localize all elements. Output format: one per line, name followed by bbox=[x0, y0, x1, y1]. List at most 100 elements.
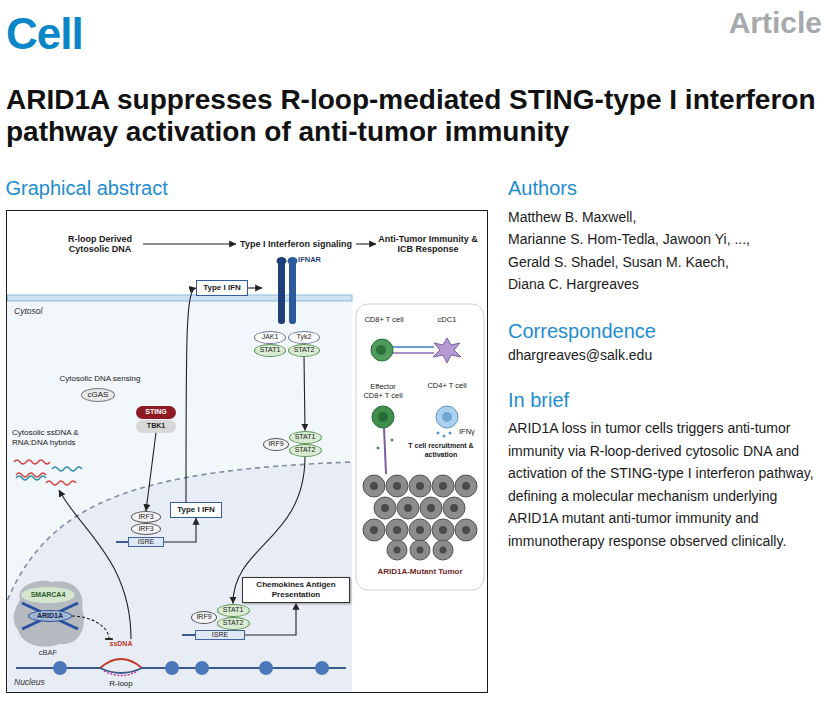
tumor-nucleus bbox=[393, 482, 401, 490]
flow-step: Anti-Tumor Immunity & ICB Response bbox=[376, 232, 480, 256]
ifnar-chain bbox=[278, 258, 285, 324]
section-heading: Graphical abstract bbox=[6, 176, 168, 200]
tumor-cell bbox=[374, 497, 396, 519]
irf-oval: IRF3 bbox=[131, 511, 161, 523]
mhc-contact bbox=[393, 352, 434, 354]
node-text: JAK1 bbox=[262, 333, 279, 341]
stat-oval: STAT2 bbox=[288, 344, 320, 357]
inhibition-connector bbox=[72, 616, 109, 639]
node-text: STAT1 bbox=[295, 433, 316, 441]
immune-cell: Effector CD8+ T cell bbox=[361, 382, 405, 430]
adaptor-pill: STING bbox=[136, 406, 176, 419]
immune-cell: CD4+ T cell bbox=[422, 382, 472, 430]
plasma-membrane bbox=[8, 295, 353, 301]
immune-cell: CD8+ T cell bbox=[356, 316, 412, 362]
process-label: Cytosolic DNA sensing bbox=[60, 374, 141, 384]
cytosolic-dna-group: Cytosolic ssDNA & RNA:DNA hybrids bbox=[10, 428, 88, 490]
ifnar-head bbox=[277, 257, 287, 265]
cytosolic-ssdna bbox=[14, 460, 50, 464]
stat-oval: STAT2 bbox=[217, 617, 250, 630]
tumor-cell bbox=[420, 497, 442, 519]
arrow-connector bbox=[143, 243, 236, 244]
cytokine-label: IFNγ bbox=[459, 427, 475, 436]
node-text: ARID1A bbox=[37, 612, 63, 620]
stat-oval: STAT1 bbox=[289, 431, 322, 444]
granule bbox=[377, 447, 380, 450]
nucleosome bbox=[195, 661, 209, 675]
tumor: ARID1A-Mutant Tumor bbox=[362, 470, 478, 576]
stat-oval: STAT1 bbox=[254, 344, 286, 357]
tumor-nucleus bbox=[427, 504, 435, 512]
arrow-connector bbox=[186, 288, 196, 502]
nucleosome bbox=[315, 661, 329, 675]
tumor-cell bbox=[455, 519, 477, 541]
tumor-panel bbox=[356, 304, 484, 590]
tumor-nucleus bbox=[393, 526, 401, 534]
nucleus-fill bbox=[8, 462, 353, 692]
node-text: Nucleus bbox=[14, 678, 45, 688]
arrow-connector bbox=[245, 603, 296, 635]
cd8-t-cell bbox=[371, 339, 393, 361]
tumor-nucleus bbox=[416, 482, 424, 490]
kinase-oval: Tyk2 bbox=[288, 331, 320, 344]
smarca4-subunit bbox=[21, 587, 75, 603]
tumor-cell bbox=[387, 540, 407, 560]
cell-nucleus bbox=[376, 345, 386, 355]
author-line: Gerald S. Shadel, Susan M. Kaech, bbox=[508, 253, 729, 271]
cytosol-fill bbox=[8, 299, 353, 692]
node-text: TBK1 bbox=[147, 422, 165, 430]
tumor-cell bbox=[443, 497, 465, 519]
dna-strand bbox=[116, 541, 128, 543]
tumor-nucleus bbox=[370, 482, 378, 490]
ifng-dot bbox=[437, 432, 440, 435]
node-text: R-loop bbox=[93, 679, 149, 688]
ifnar-chain bbox=[289, 258, 296, 324]
nucleosome bbox=[259, 661, 273, 675]
arrow-connector bbox=[304, 357, 305, 431]
node-text: Effector CD8+ T cell bbox=[361, 382, 405, 400]
tumor-nuclei bbox=[370, 482, 470, 554]
stat-oval: STAT2 bbox=[289, 444, 322, 457]
section-heading: Correspondence bbox=[508, 319, 656, 343]
node-text: Type I IFN bbox=[177, 505, 215, 514]
kinase-oval: JAK1 bbox=[254, 331, 286, 344]
nucleosome bbox=[53, 661, 67, 675]
tumor-cell bbox=[433, 540, 453, 560]
tumor-cell bbox=[386, 475, 408, 497]
tumor-cells bbox=[363, 475, 477, 560]
tumor-nucleus bbox=[370, 526, 378, 534]
tumor-cell bbox=[455, 475, 477, 497]
tumor-nucleus bbox=[440, 547, 447, 554]
author-line: Diana C. Hargreaves bbox=[508, 275, 639, 293]
node-text: IFNAR bbox=[298, 256, 321, 265]
node-text: IRF9 bbox=[196, 613, 211, 621]
granule bbox=[391, 439, 394, 442]
nucleosome bbox=[165, 661, 179, 675]
node-text: Anti-Tumor Immunity & ICB Response bbox=[376, 234, 480, 255]
section-heading: In brief bbox=[508, 388, 569, 412]
node-text: cDC1 bbox=[424, 316, 470, 325]
node-text: STING bbox=[145, 408, 166, 416]
node-text: IRF3 bbox=[138, 513, 153, 521]
sensor-oval: cGAS bbox=[81, 388, 115, 402]
tumor-nucleus bbox=[404, 504, 412, 512]
cell-nucleus bbox=[442, 412, 452, 422]
graphical-abstract-panel: Graphical abstractR-loop Derived Cytosol… bbox=[6, 210, 488, 693]
tumor-nucleus bbox=[450, 504, 458, 512]
arrow-connector bbox=[248, 287, 262, 288]
stat-oval: STAT1 bbox=[217, 604, 250, 617]
immune-cell: cDC1 bbox=[424, 316, 470, 362]
node-text: STAT2 bbox=[295, 446, 316, 454]
node-text: STAT2 bbox=[294, 346, 315, 354]
node-text: R-loop Derived Cytosolic DNA bbox=[57, 234, 143, 255]
cytosolic-ssdna bbox=[46, 481, 76, 485]
tumor-nucleus bbox=[416, 526, 424, 534]
author-line: Matthew B. Maxwell, bbox=[508, 208, 636, 226]
mutation-cross bbox=[22, 603, 78, 629]
node-text: STAT1 bbox=[260, 346, 281, 354]
rna-strand bbox=[104, 671, 138, 676]
node-text: ssDNA bbox=[93, 640, 149, 648]
cytokine-box: Type I IFN bbox=[196, 280, 248, 296]
tumor-nucleus bbox=[417, 547, 424, 554]
